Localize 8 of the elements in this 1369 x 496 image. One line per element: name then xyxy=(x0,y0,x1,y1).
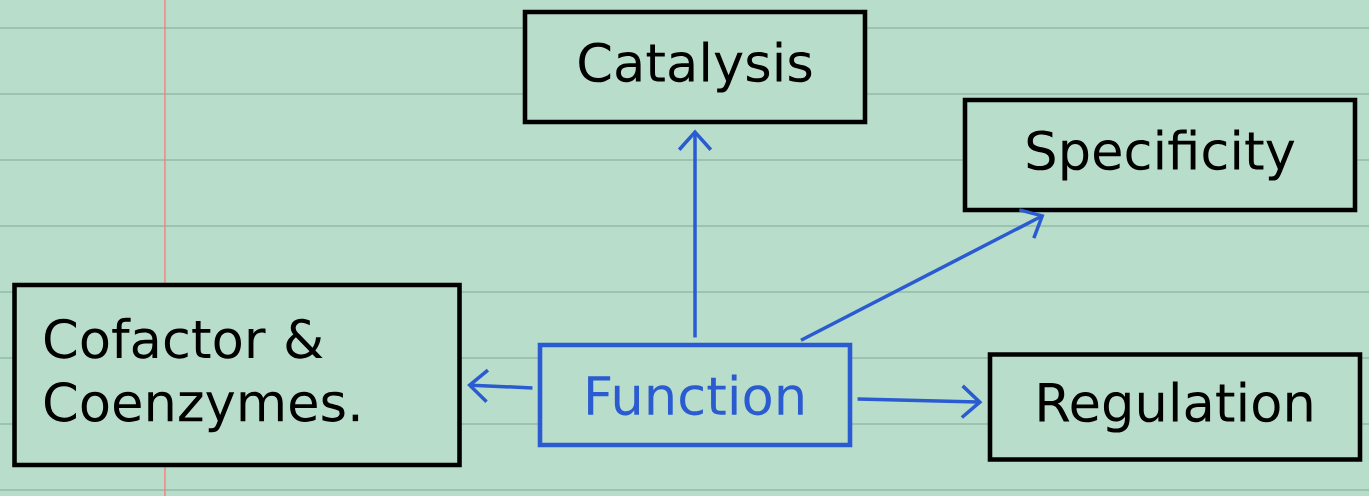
concept-box: Specificity xyxy=(962,97,1358,213)
arrow xyxy=(857,384,983,419)
concept-box: Function xyxy=(537,342,853,448)
concept-box: Regulation xyxy=(987,352,1363,462)
concept-box: Cofactor & Coenzymes. xyxy=(12,282,462,468)
concept-box: Catalysis xyxy=(522,9,868,125)
arrow xyxy=(677,129,713,338)
arrow xyxy=(800,208,1045,342)
